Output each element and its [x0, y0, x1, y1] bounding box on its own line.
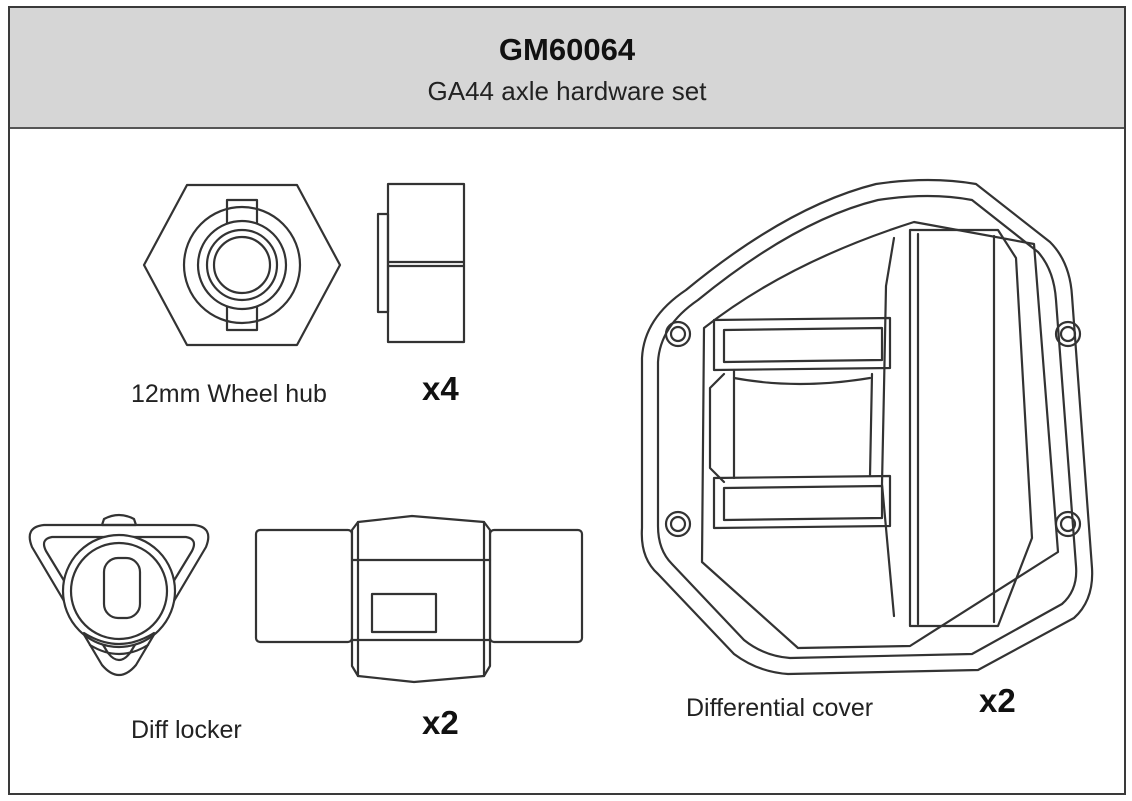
set-description: GA44 axle hardware set — [427, 76, 707, 106]
diagram-frame: GM60064 GA44 axle hardware set 12mm Whee… — [8, 6, 1126, 795]
diff-locker-label: Diff locker — [131, 716, 242, 744]
diff-locker-side-view — [254, 514, 584, 684]
differential-cover-quantity: x2 — [979, 682, 1016, 719]
differential-cover-label: Differential cover — [686, 694, 874, 722]
wheel-hub-front-view — [142, 183, 342, 347]
wheel-hub-side-view — [376, 182, 466, 344]
wheel-hub-label: 12mm Wheel hub — [131, 380, 327, 408]
wheel-hub-quantity: x4 — [422, 370, 459, 407]
diff-locker-end-view — [28, 513, 210, 677]
differential-cover-drawing — [640, 178, 1094, 676]
header-bar: GM60064 GA44 axle hardware set — [10, 8, 1124, 129]
part-number-title: GM60064 — [498, 32, 636, 67]
diff-locker-quantity: x2 — [422, 704, 459, 741]
